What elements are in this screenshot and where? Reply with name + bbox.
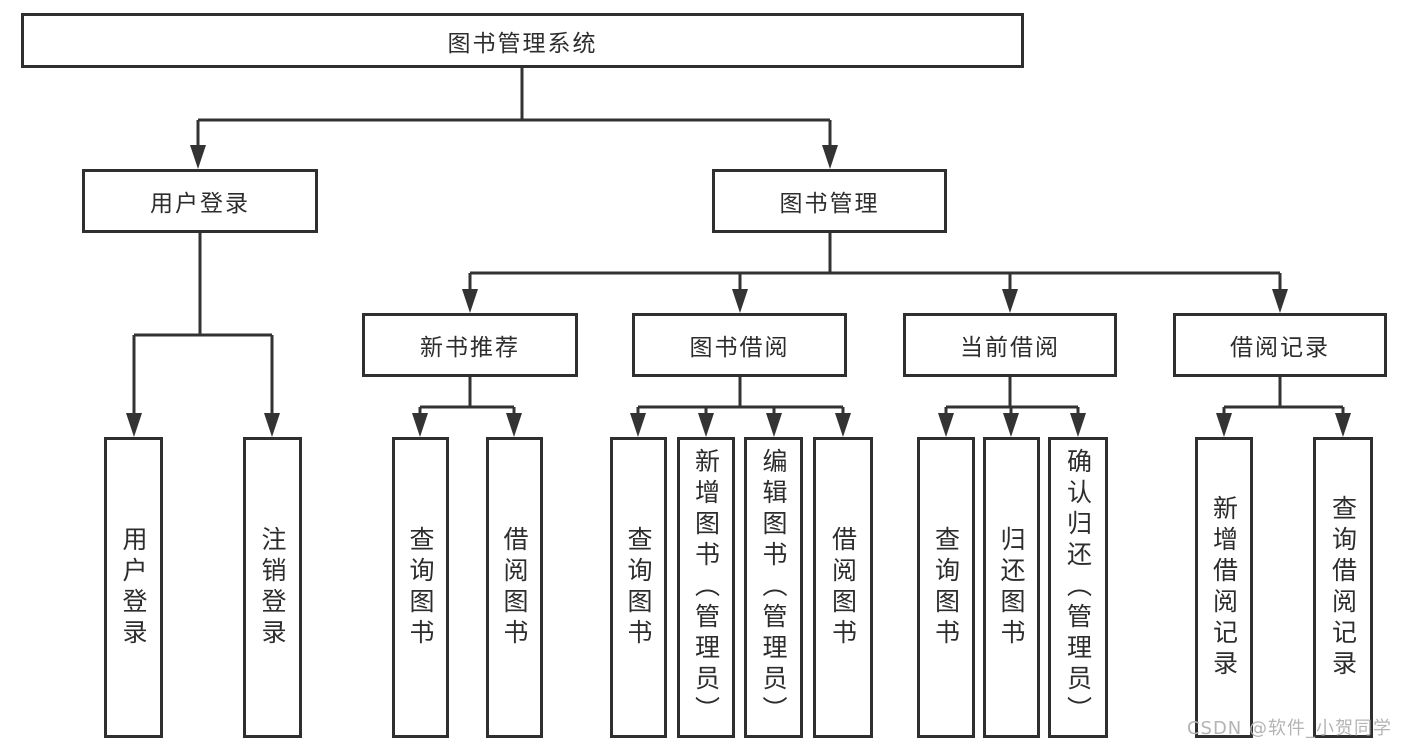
node-label: 当前借阅 <box>960 335 1060 361</box>
connector-root-to-level2 <box>190 68 838 169</box>
node-leaf-edit-book-admin: 编辑图书（管理员） <box>744 437 803 738</box>
node-label: 图书借阅 <box>689 335 790 361</box>
node-label: 新书推荐 <box>420 335 520 361</box>
node-new-book-recommend: 新书推荐 <box>362 313 578 377</box>
node-root-library-system: 图书管理系统 <box>21 13 1024 68</box>
node-leaf-borrow-books-rec: 借阅图书 <box>486 437 543 738</box>
node-leaf-query-books-rec: 查询图书 <box>392 437 449 738</box>
connector-user-login-to-children <box>126 233 280 437</box>
node-label: 用户登录 <box>150 191 250 217</box>
node-label: 编辑图书（管理员） <box>759 448 788 727</box>
node-leaf-logout: 注销登录 <box>243 437 302 738</box>
node-label: 注销登录 <box>258 525 287 650</box>
node-label: 图书管理 <box>779 191 880 217</box>
connector-borrow-records-to-children <box>1216 377 1351 437</box>
connector-current-borrow-to-children <box>938 377 1086 437</box>
node-label: 借阅图书 <box>828 525 858 650</box>
node-leaf-add-borrow-record: 新增借阅记录 <box>1195 437 1253 738</box>
node-book-borrowing: 图书借阅 <box>632 313 847 377</box>
node-label: 新增借阅记录 <box>1209 494 1239 681</box>
node-label: 用户登录 <box>119 525 148 650</box>
node-user-login-branch: 用户登录 <box>82 169 318 233</box>
node-label: 归还图书 <box>997 525 1026 650</box>
connector-book-borrow-to-children <box>630 377 851 437</box>
connector-new-book-rec-to-children <box>412 377 522 437</box>
node-label: 查询图书 <box>931 525 961 650</box>
node-leaf-query-books-current: 查询图书 <box>917 437 975 738</box>
node-label: 查询图书 <box>624 525 653 650</box>
node-borrowing-records: 借阅记录 <box>1173 313 1387 377</box>
connector-book-mgmt-to-level3 <box>462 233 1288 313</box>
node-label: 查询图书 <box>406 525 435 650</box>
node-leaf-borrow-books: 借阅图书 <box>813 437 873 738</box>
node-leaf-query-borrow-record: 查询借阅记录 <box>1313 437 1373 738</box>
node-current-borrowing: 当前借阅 <box>903 313 1117 377</box>
node-leaf-return-books: 归还图书 <box>983 437 1040 738</box>
node-leaf-add-book-admin: 新增图书（管理员） <box>677 437 735 738</box>
node-label: 新增图书（管理员） <box>691 448 721 727</box>
node-label: 借阅记录 <box>1230 335 1330 361</box>
node-book-management: 图书管理 <box>712 169 947 233</box>
node-leaf-confirm-return-admin: 确认归还（管理员） <box>1048 437 1108 738</box>
node-label: 借阅图书 <box>500 525 529 650</box>
node-label: 查询借阅记录 <box>1328 494 1358 681</box>
node-label: 确认归还（管理员） <box>1063 448 1093 727</box>
csdn-watermark: CSDN @软件_小贺同学 <box>1186 718 1392 739</box>
node-leaf-user-login: 用户登录 <box>104 437 163 738</box>
node-label: 图书管理系统 <box>447 30 598 57</box>
node-leaf-query-books-borrow: 查询图书 <box>610 437 667 738</box>
